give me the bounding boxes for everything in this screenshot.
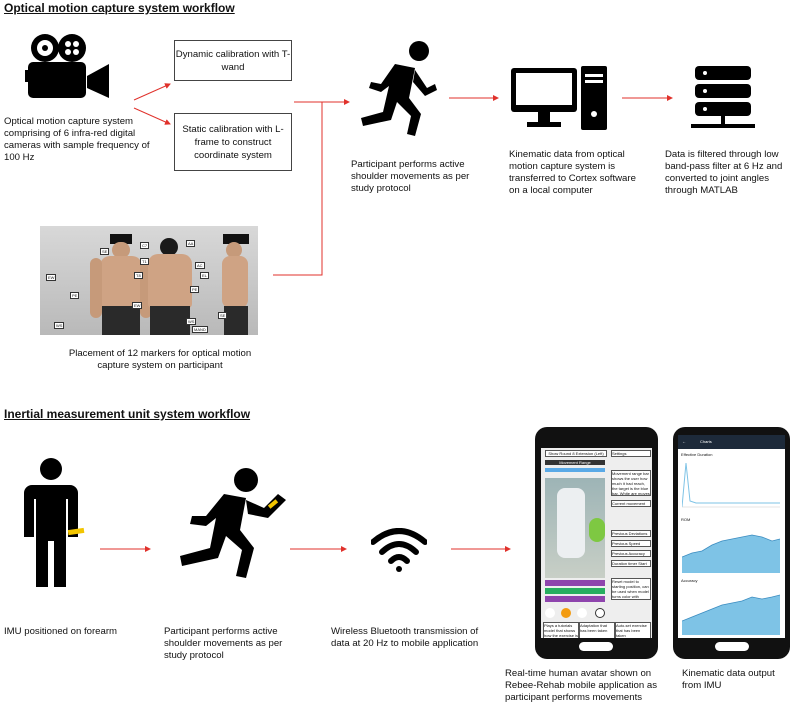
imu-section-title: Inertial measurement unit system workflo… [4, 407, 251, 421]
rom-chart [682, 534, 780, 573]
avatar-view [545, 478, 605, 578]
chart-section-title: Effective Duration [681, 452, 713, 457]
camera-icon [25, 34, 109, 98]
back-arrow-icon[interactable]: ← [682, 439, 686, 444]
static-calibration-box: Static calibration with L-frame to const… [174, 113, 292, 171]
marker-label: EW [132, 302, 143, 309]
app-callout: Settings [611, 450, 651, 457]
app-exercise-header: Show Round 8 Extension (Left) [545, 450, 607, 457]
marker-placement-photo: SE EW PE WS C7 AA T8 AC T1 EL PE EW WS S… [40, 226, 258, 335]
optical-section-title: Optical motion capture system workflow [4, 1, 235, 15]
app-callout: Previous Accuracy [611, 550, 651, 557]
charts-header-bar: ← Charts [678, 435, 785, 449]
server-caption: Data is filtered through low band-pass f… [665, 149, 783, 196]
computer-caption: Kinematic data from optical motion captu… [509, 149, 636, 196]
marker-label: PE [190, 286, 200, 293]
app-callout: Previous Deviations [611, 530, 651, 537]
standing-person-icon [24, 458, 85, 587]
movement-range-bar [545, 468, 605, 472]
marker-label: T1 [140, 258, 149, 265]
home-button [579, 642, 613, 651]
charts-phone: ← Charts Effective Duration ROM Accuracy [673, 427, 790, 659]
chart-section-title: ROM [681, 517, 691, 522]
avatar-caption: Real-time human avatar shown on Rebee-Re… [505, 668, 657, 703]
marker-label: WS [54, 322, 65, 329]
app-callout: Movement range bar shows the user how mu… [611, 470, 651, 496]
marker-label: C7 [140, 242, 150, 249]
marker-label: T8 [134, 272, 143, 279]
dynamic-calibration-box: Dynamic calibration with T-wand [174, 40, 292, 81]
running-person-icon [361, 41, 437, 136]
app-callout: Duration timer Start [611, 560, 651, 567]
imu-caption: IMU positioned on forearm [4, 626, 118, 637]
app-callout: Reset model to starting position, can be… [611, 578, 651, 600]
marker-label: SE [218, 312, 228, 319]
app-callout: Previous Speed [611, 540, 651, 547]
chart-section-title: Accuracy [681, 578, 698, 583]
app-callout: Auto-set exercise that has been taken [615, 622, 651, 638]
accuracy-chart [682, 594, 780, 635]
server-icon [691, 66, 755, 128]
charts-title: Charts [700, 439, 712, 444]
marker-label: AC [195, 262, 205, 269]
imu-sensor-band [67, 527, 85, 536]
computer-icon [511, 66, 607, 130]
home-button [715, 642, 749, 651]
output-caption: Kinematic data output from IMU [682, 668, 775, 691]
app-callout: Adaptation that has been taken [579, 622, 615, 638]
avatar-app-screen: Show Round 8 Extension (Left) Movement R… [541, 448, 652, 638]
marker-label: MAND [192, 326, 208, 333]
marker-label: WS [186, 318, 197, 325]
markers-caption: Placement of 12 markers for optical moti… [68, 348, 252, 371]
app-callout: Plays a tutorials model that shows how t… [543, 622, 579, 638]
camera-caption: Optical motion capture system comprising… [4, 116, 150, 163]
app-range-label: Movement Range [545, 460, 605, 465]
marker-label: AA [186, 240, 196, 247]
charts-app-screen: ← Charts Effective Duration ROM Accuracy [678, 435, 785, 638]
wireless-caption: Wireless Bluetooth transmission of data … [331, 626, 479, 649]
effective-duration-chart [682, 462, 780, 508]
imu-participant-caption: Participant performs active shoulder mov… [164, 626, 283, 661]
marker-label: PE [70, 292, 80, 299]
marker-label: EW [46, 274, 57, 281]
optical-participant-caption: Participant performs active shoulder mov… [351, 159, 470, 194]
avatar-phone: Show Round 8 Extension (Left) Movement R… [535, 427, 658, 659]
app-callout: Current movement [611, 500, 651, 507]
running-person-imu-icon [180, 468, 286, 578]
wifi-icon [371, 528, 427, 572]
face-censor-bar [110, 234, 132, 244]
marker-label: SE [100, 248, 110, 255]
marker-label: EL [200, 272, 209, 279]
